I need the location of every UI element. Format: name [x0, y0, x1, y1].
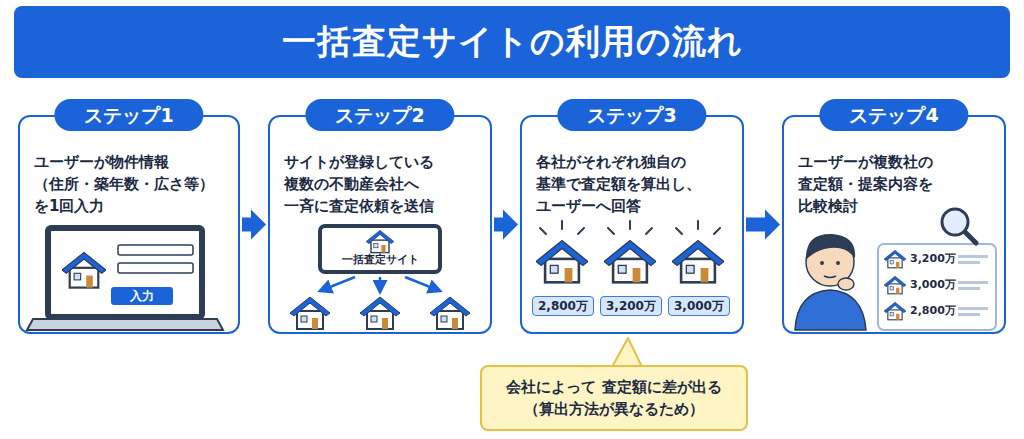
- callout-tail: [612, 338, 642, 367]
- step-card: ステップ3各社がそれぞれ独自の 基準で査定額を算出し、 ユーザーへ回答2,800…: [520, 115, 744, 334]
- step-card: ステップ1ユーザーが物件情報 （住所・築年数・広さ等） を1回入力入力: [18, 115, 240, 334]
- node-text: 2,800万: [538, 298, 588, 315]
- title-banner: 一括査定サイトの利用の流れ: [14, 6, 1010, 78]
- price-label: 3,200万: [910, 251, 956, 267]
- node-text: 一括査定サイト: [342, 252, 419, 267]
- price-tag: 3,000万: [668, 296, 730, 316]
- step-description: ユーザーが複数社の 査定額・提案内容を 比較検討: [798, 151, 994, 217]
- node-text: 3,000万: [674, 298, 724, 315]
- input-button: 入力: [111, 287, 173, 305]
- callout-box: 会社によって 査定額に差が出る （算出方法が異なるため）: [480, 365, 748, 431]
- flow-arrow: [746, 210, 780, 240]
- node-text: 3,200万: [606, 298, 656, 315]
- step-heading: ステップ2: [305, 99, 454, 131]
- step-description: サイトが登録している 複数の不動産会社へ 一斉に査定依頼を送信: [284, 151, 480, 217]
- step-card: ステップ4ユーザーが複数社の 査定額・提案内容を 比較検討: [782, 115, 1006, 334]
- step-heading: ステップ4: [819, 99, 968, 131]
- price-tag: 2,800万: [532, 296, 594, 316]
- price-tag: 3,200万: [600, 296, 662, 316]
- step-heading: ステップ3: [557, 99, 706, 131]
- price-label: 3,000万: [910, 277, 956, 293]
- flow-arrow: [494, 210, 518, 240]
- flow-arrow: [242, 210, 266, 240]
- callout-text: 会社によって 査定額に差が出る （算出方法が異なるため）: [492, 376, 736, 420]
- price-label: 2,800万: [910, 303, 956, 319]
- step-card: ステップ2サイトが登録している 複数の不動産会社へ 一斉に査定依頼を送信一括査定…: [268, 115, 492, 334]
- title-text: 一括査定サイトの利用の流れ: [282, 19, 743, 65]
- node-text: 入力: [130, 288, 154, 305]
- step-description: ユーザーが物件情報 （住所・築年数・広さ等） を1回入力: [34, 151, 228, 217]
- site-tablet: 一括査定サイト: [318, 224, 442, 274]
- step-description: 各社がそれぞれ独自の 基準で査定額を算出し、 ユーザーへ回答: [536, 151, 732, 217]
- step-heading: ステップ1: [54, 99, 203, 131]
